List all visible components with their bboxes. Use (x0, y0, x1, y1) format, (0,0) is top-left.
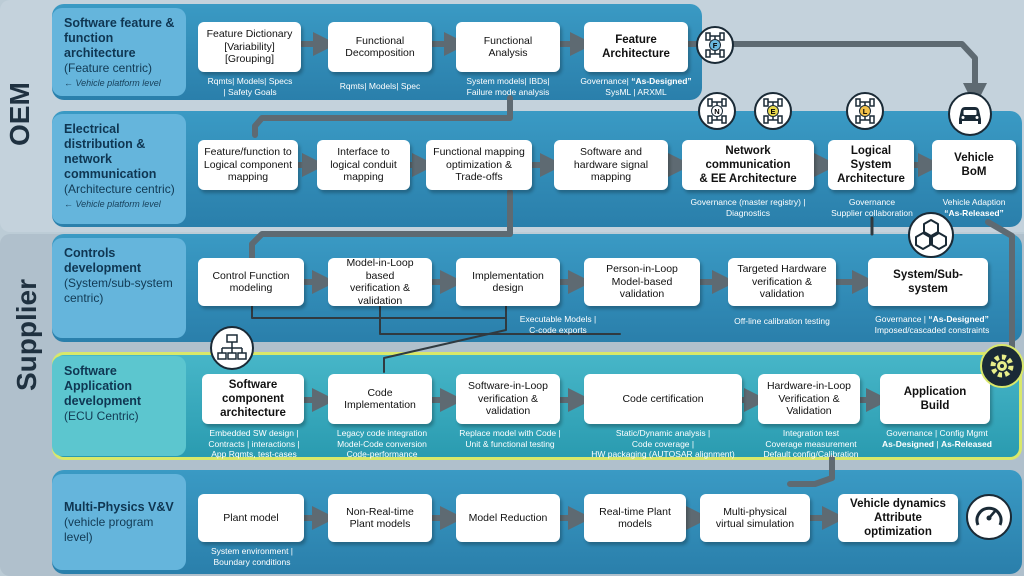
note-software-component-architecture: Embedded SW design | Contracts | interac… (208, 428, 300, 459)
note-application-build: Governance | Config Mgmt As-Designed | A… (872, 428, 1002, 449)
ee-architecture-icon: E (754, 92, 792, 130)
step-feature-dictionary: Feature Dictionary [Variability] [Groupi… (198, 22, 301, 72)
band-subtitle: (vehicle program level) (64, 515, 154, 544)
gear-build-icon (980, 344, 1024, 388)
step-implementation-design: Implementation design (456, 258, 560, 306)
cubes-glyph (915, 219, 947, 250)
note-functional-analysis: System models| IBDs| Failure mode analys… (466, 76, 550, 97)
band-title: Electrical distribution & network commun… (64, 122, 157, 181)
vehicle-platform-diagram (707, 98, 727, 124)
note-text: Imposed/cascaded constraints (874, 324, 990, 335)
step-code-implementation: Code Implementation (328, 374, 432, 424)
note-emphasis: “As-Released” (944, 207, 1004, 218)
band-subtitle: (ECU Centric) (64, 409, 139, 423)
band-subtitle: (System/sub-system centric) (64, 276, 173, 305)
step-plant-model: Plant model (198, 494, 304, 542)
step-vehicle-dynamics-optimization: Vehicle dynamics Attribute optimization (838, 494, 958, 542)
car-glyph (959, 107, 981, 124)
step-logical-conduit-mapping: Interface to logical conduit mapping (317, 140, 410, 190)
step-system-subsystem: System/Sub- system (868, 258, 988, 306)
vehicle-platform-diagram (763, 98, 783, 124)
note-text: Vehicle Adaption (942, 197, 1006, 207)
note-emphasis: “As-Designed” (928, 314, 989, 324)
label-panel-multi-physics: Multi-Physics V&V (vehicle program level… (52, 474, 186, 570)
note-feature-architecture: Governance| “As-Designed” SysML | ARXML (574, 76, 698, 97)
step-functional-mapping-optimization: Functional mapping optimization & Trade-… (426, 140, 532, 190)
step-model-in-loop: Model-in-Loop based verification & valid… (328, 257, 432, 307)
speedometer-icon (966, 494, 1012, 540)
gear-glyph (990, 354, 1014, 378)
step-person-in-loop: Person-in-Loop Model-based validation (584, 258, 700, 306)
note-emphasis: As-Designed (882, 438, 934, 449)
icon-letter: E (767, 105, 779, 117)
vehicle-platform-diagram (855, 98, 875, 124)
note-system-subsystem: Governance | “As-Designed” Imposed/casca… (862, 314, 1002, 335)
step-functional-analysis: Functional Analysis (456, 22, 560, 72)
supplier-group-label: Supplier (11, 278, 42, 391)
band-title: Software Application development (64, 364, 142, 408)
step-signal-mapping: Software and hardware signal mapping (554, 140, 668, 190)
step-network-ee-architecture: Network communication & EE Architecture (682, 140, 814, 190)
icon-letter: F (709, 39, 721, 51)
step-feature-architecture: Feature Architecture (584, 22, 688, 72)
step-multi-physical-simulation: Multi-physical virtual simulation (700, 494, 810, 542)
step-real-time-plant-models: Real-time Plant models (584, 494, 686, 542)
step-software-in-loop: Software-in-Loop verification & validati… (456, 374, 560, 424)
step-model-reduction: Model Reduction (456, 494, 560, 542)
note-emphasis: As-Released (940, 438, 992, 449)
note-text: SysML | ARXML (605, 86, 667, 97)
note-software-in-loop: Replace model with Code | Unit & functio… (459, 428, 561, 449)
note-code-certification: Static/Dynamic analysis | Code coverage … (591, 428, 735, 459)
step-logical-component-mapping: Feature/function to Logical component ma… (198, 140, 298, 190)
network-communication-icon: N (698, 92, 736, 130)
label-panel-feature: Software feature & function architecture… (52, 8, 186, 96)
feature-architecture-icon: F (696, 26, 734, 64)
cubes-icon (908, 212, 954, 258)
label-panel-software-app: Software Application development (ECU Ce… (52, 356, 186, 456)
note-code-implementation: Legacy code integration Model-Code conve… (336, 428, 428, 459)
label-panel-controls: Controls development (System/sub-system … (52, 238, 186, 338)
step-hardware-in-loop: Hardware-in-Loop Verification & Validati… (758, 374, 860, 424)
component-hierarchy-icon (210, 326, 254, 370)
step-code-certification: Code certification (584, 374, 742, 424)
step-non-real-time-plant-models: Non-Real-time Plant models (328, 494, 432, 542)
step-application-build: Application Build (880, 374, 990, 424)
band-subtitle: (Architecture centric) (64, 182, 175, 196)
step-functional-decomposition: Functional Decomposition (328, 22, 432, 72)
hierarchy-glyph (217, 334, 247, 360)
oem-group-label: OEM (4, 82, 35, 146)
step-control-function-modeling: Control Function modeling (198, 258, 304, 306)
note-functional-decomposition: Rqmts| Models| Spec (339, 81, 421, 91)
band-subtitle: (Feature centric) (64, 61, 153, 75)
band-scope-note: ← Vehicle platform level (64, 78, 161, 88)
step-targeted-hardware-vv: Targeted Hardware verification & validat… (728, 258, 836, 306)
band-scope-note: ← Vehicle platform level (64, 199, 161, 209)
band-title: Controls development (64, 246, 142, 275)
step-software-component-architecture: Software component architecture (202, 374, 304, 424)
note-implementation-design: Executable Models | C-code exports (519, 314, 597, 335)
note-vehicle-bom: Vehicle Adaption “As-Released” (926, 197, 1022, 218)
note-hardware-in-loop: Integration test Coverage measurement De… (763, 428, 859, 459)
note-network-ee-architecture: Governance (master registry) | Diagnosti… (690, 197, 806, 218)
note-targeted-hardware-vv: Off-line calibration testing (734, 316, 830, 326)
label-panel-electrical: Electrical distribution & network commun… (52, 114, 186, 224)
note-text: Governance| (580, 76, 632, 86)
note-emphasis: “As-Designed” (631, 76, 692, 86)
note-text: Governance | (875, 314, 929, 324)
step-logical-system-architecture: Logical System Architecture (828, 140, 914, 190)
note-text: | (934, 438, 941, 449)
icon-letter: N (711, 105, 723, 117)
icon-letter: L (859, 105, 871, 117)
band-title: Multi-Physics V&V (64, 500, 174, 514)
step-vehicle-bom: Vehicle BoM (932, 140, 1016, 190)
note-feature-dictionary: Rqmts| Models| Specs | Safety Goals (207, 76, 293, 97)
logical-architecture-icon: L (846, 92, 884, 130)
note-logical-system-architecture: Governance Supplier collaboration (831, 197, 913, 218)
note-text: Governance | Config Mgmt (886, 428, 988, 438)
note-plant-model: System environment | Boundary conditions (210, 546, 294, 567)
band-title: Software feature & function architecture (64, 16, 175, 60)
car-icon (948, 92, 992, 136)
speedometer-glyph (975, 506, 1003, 526)
